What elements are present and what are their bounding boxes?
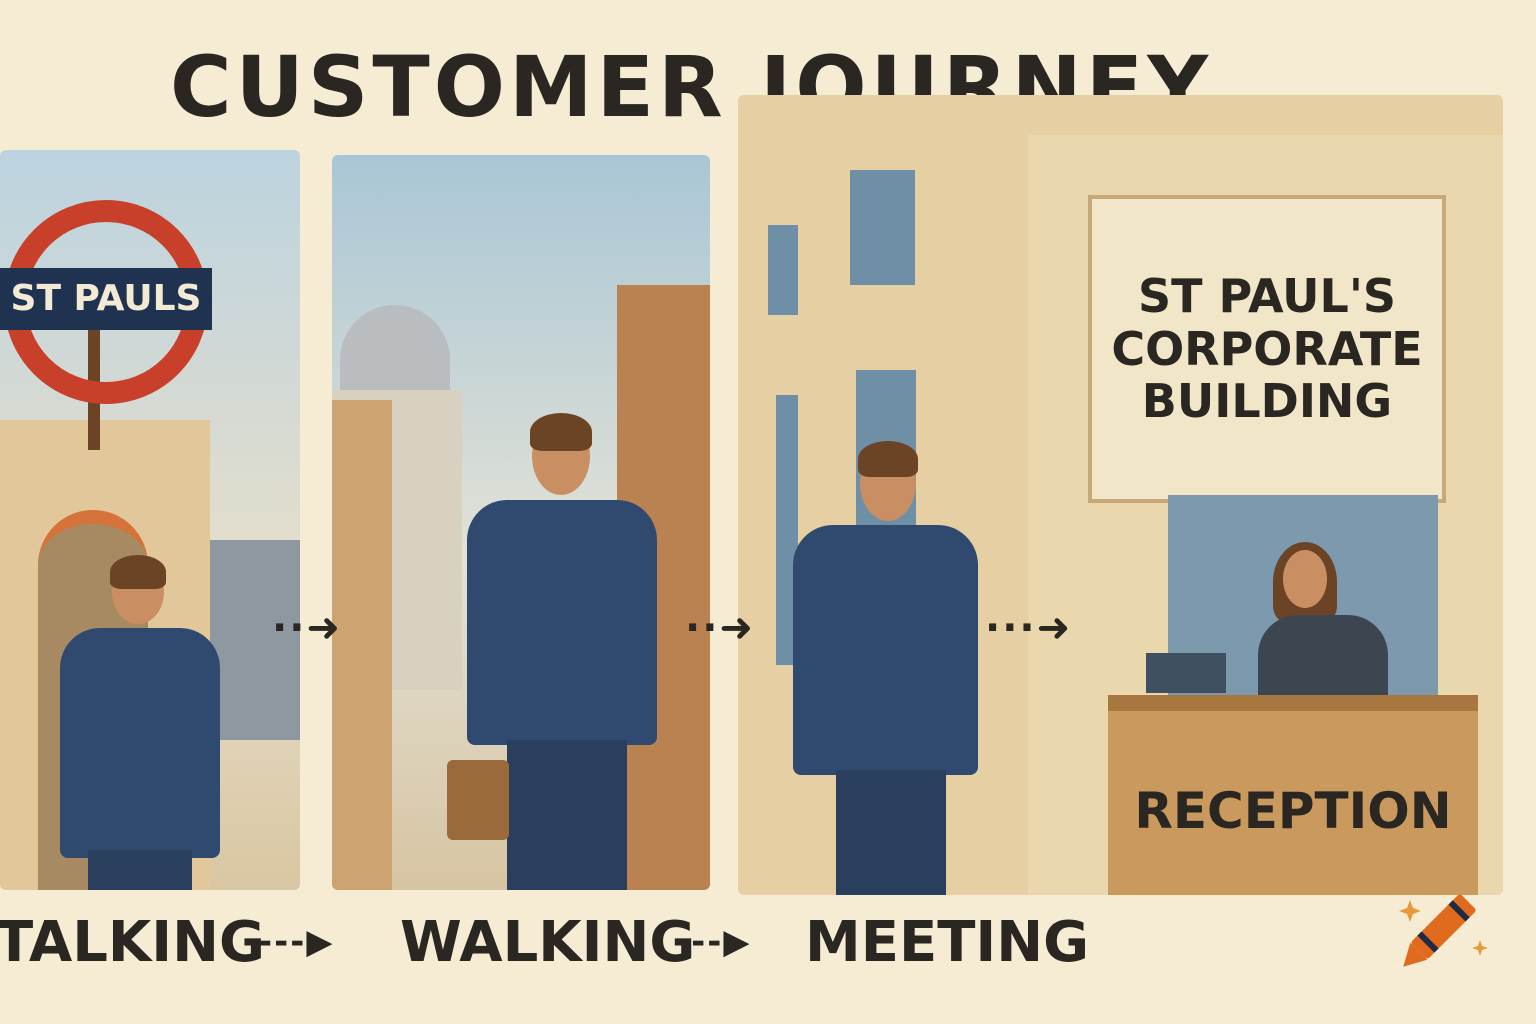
step-label-talking: TALKING xyxy=(0,910,265,975)
arrow-2: ··➜ xyxy=(685,605,755,651)
panel-station: ST PAULS xyxy=(0,150,300,890)
step-label-meeting: MEETING xyxy=(805,910,1090,975)
crayon-icon xyxy=(1399,894,1488,967)
arrow-3: ···➜ xyxy=(985,605,1073,651)
window xyxy=(776,395,798,665)
label-arrow-1: ---▶ xyxy=(258,922,335,962)
cathedral-dome xyxy=(340,305,450,395)
building-sign: ST PAUL'S CORPORATE BUILDING xyxy=(1088,195,1446,503)
panel-building: ST PAUL'S CORPORATE BUILDING RECEPTION xyxy=(738,95,1503,895)
computer-monitor-icon xyxy=(1146,653,1226,693)
left-buildings xyxy=(332,400,392,890)
label-arrow-2: ---▶ xyxy=(675,922,752,962)
arrow-1: ··➜ xyxy=(272,605,342,651)
window xyxy=(768,225,798,315)
panel-street xyxy=(332,155,710,890)
sign-line: CORPORATE xyxy=(1111,321,1423,376)
step-label-walking: WALKING xyxy=(400,910,696,975)
window xyxy=(850,170,915,285)
sign-line: BUILDING xyxy=(1141,374,1393,429)
briefcase-icon xyxy=(447,760,509,840)
station-sign: ST PAULS xyxy=(0,268,212,330)
reception-desk: RECEPTION xyxy=(1108,695,1478,895)
sign-line: ST PAUL'S xyxy=(1137,268,1397,323)
